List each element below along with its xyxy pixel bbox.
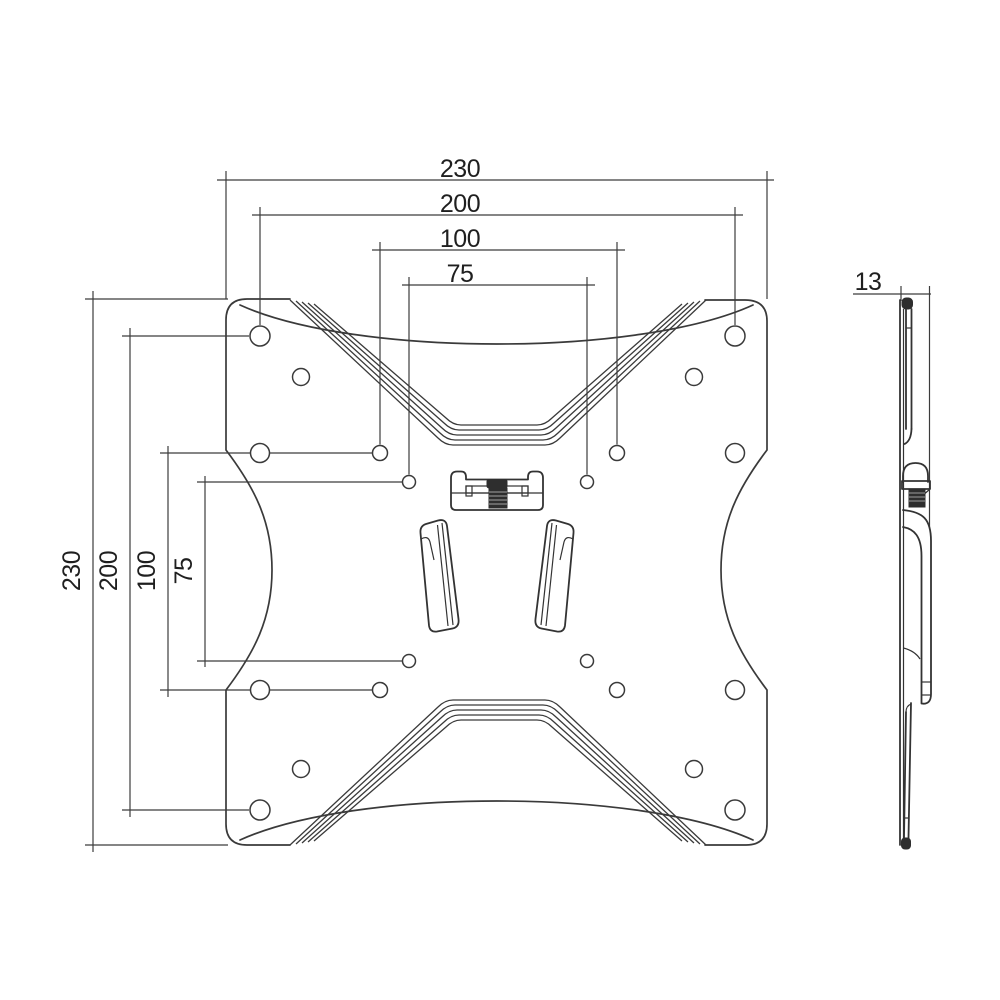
mounting-hole <box>724 679 746 701</box>
mounting-hole <box>579 653 595 669</box>
plate-outline-left <box>225 298 291 846</box>
mounting-hole <box>291 367 311 387</box>
dim-label-width-100: 100 <box>440 225 480 253</box>
mounting-hole <box>371 444 389 462</box>
latch-knob <box>486 479 508 489</box>
dim-label-thickness-13: 13 <box>855 268 882 296</box>
plate-outline-right <box>704 299 768 846</box>
dim-label-width-200: 200 <box>440 190 480 218</box>
right-hook <box>534 519 575 633</box>
latch-assembly <box>450 470 544 511</box>
dim-label-height-100: 100 <box>133 551 161 591</box>
mounting-hole <box>371 681 389 699</box>
mounting-hole <box>249 679 271 701</box>
left-dimensions: 230 200 100 75 <box>58 291 402 852</box>
mounting-hole <box>401 474 417 490</box>
mounting-hole <box>608 444 626 462</box>
plate-top-edge-curve <box>239 304 754 345</box>
mounting-hole <box>724 442 746 464</box>
mounting-hole <box>401 653 417 669</box>
dim-label-width-230: 230 <box>440 155 480 183</box>
mounting-hole <box>579 474 595 490</box>
side-hook <box>902 509 932 705</box>
mounting-hole <box>608 681 626 699</box>
side-view: 13 <box>853 268 932 850</box>
front-view: 230 200 100 75 230 200 <box>58 155 774 852</box>
mounting-hole <box>724 325 746 347</box>
plate-bottom-edge-curve <box>239 800 754 841</box>
rib-band-top <box>289 299 707 446</box>
side-profile <box>899 297 932 850</box>
latch-screw <box>488 487 508 509</box>
mounting-hole <box>249 799 271 821</box>
dim-label-height-230: 230 <box>58 551 86 591</box>
mounting-hole <box>684 759 704 779</box>
mounting-hole <box>249 325 271 347</box>
mounting-hole <box>724 799 746 821</box>
left-hook <box>419 519 460 633</box>
rib-band-bottom <box>289 699 707 846</box>
mounting-holes <box>249 325 746 821</box>
dim-label-height-75: 75 <box>170 558 198 585</box>
mounting-hole <box>684 367 704 387</box>
side-screw-threads <box>908 488 926 508</box>
mounting-hole <box>249 442 271 464</box>
mounting-hole <box>291 759 311 779</box>
dim-label-height-200: 200 <box>95 551 123 591</box>
dim-label-width-75: 75 <box>447 260 474 288</box>
top-dimensions: 230 200 100 75 <box>217 155 774 475</box>
